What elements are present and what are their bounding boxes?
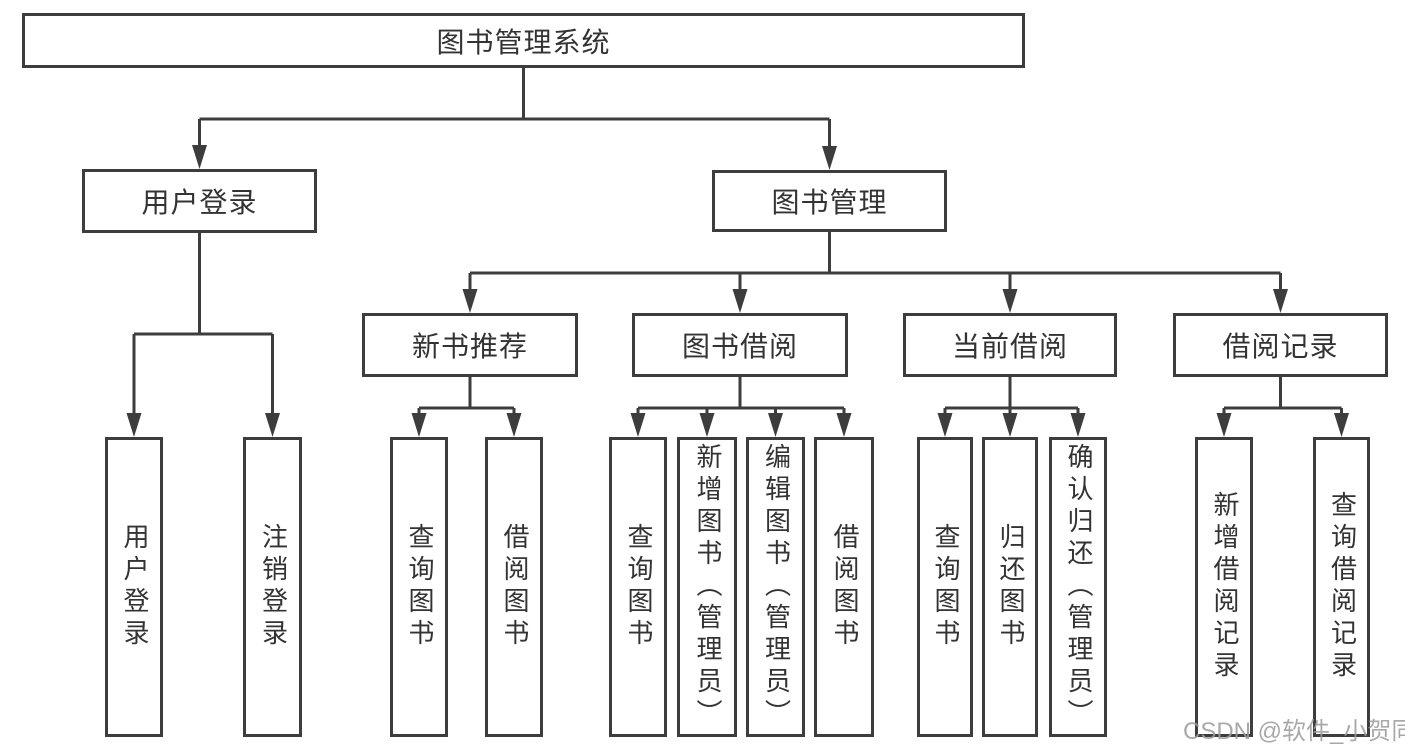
leaf-borrow-books: 借阅图书 bbox=[814, 437, 874, 737]
leaf-confirm-return-admin: 确认归还（管理员） bbox=[1049, 437, 1107, 737]
connector-new-book-rec-to-leaves bbox=[411, 377, 522, 437]
node-borrowing-records: 借阅记录 bbox=[1173, 313, 1388, 377]
node-new-book-recommend: 新书推荐 bbox=[362, 313, 578, 377]
node-book-management: 图书管理 bbox=[712, 170, 947, 232]
leaf-add-borrow-record: 新增借阅记录 bbox=[1195, 437, 1253, 737]
leaf-borrow-books-rec: 借阅图书 bbox=[485, 437, 543, 737]
node-user-login: 用户登录 bbox=[82, 169, 317, 233]
leaf-return-books: 归还图书 bbox=[982, 437, 1038, 737]
leaf-logout: 注销登录 bbox=[243, 437, 302, 737]
connector-user-login-to-leaves bbox=[126, 233, 280, 437]
leaf-user-login: 用户登录 bbox=[105, 437, 163, 737]
connector-borrow-records-to-leaves bbox=[1216, 377, 1349, 437]
node-current-borrowing: 当前借阅 bbox=[903, 313, 1117, 377]
leaf-query-borrow-record: 查询借阅记录 bbox=[1313, 437, 1370, 737]
connector-book-management-to-level3 bbox=[462, 232, 1288, 313]
node-root-system: 图书管理系统 bbox=[22, 13, 1025, 68]
connector-root-to-level2 bbox=[192, 68, 837, 170]
leaf-edit-book-admin: 编辑图书（管理员） bbox=[746, 437, 805, 737]
csdn-watermark: CSDN @软件_小贺同学 bbox=[1183, 718, 1405, 745]
leaf-query-books-borrow: 查询图书 bbox=[609, 437, 667, 737]
node-book-borrowing: 图书借阅 bbox=[632, 313, 848, 377]
leaf-query-books-current: 查询图书 bbox=[917, 437, 973, 737]
leaf-add-book-admin: 新增图书（管理员） bbox=[677, 437, 737, 737]
leaf-query-books-rec: 查询图书 bbox=[390, 437, 448, 737]
connector-book-borrow-to-leaves bbox=[630, 377, 852, 437]
connector-current-borrow-to-leaves bbox=[937, 377, 1086, 437]
